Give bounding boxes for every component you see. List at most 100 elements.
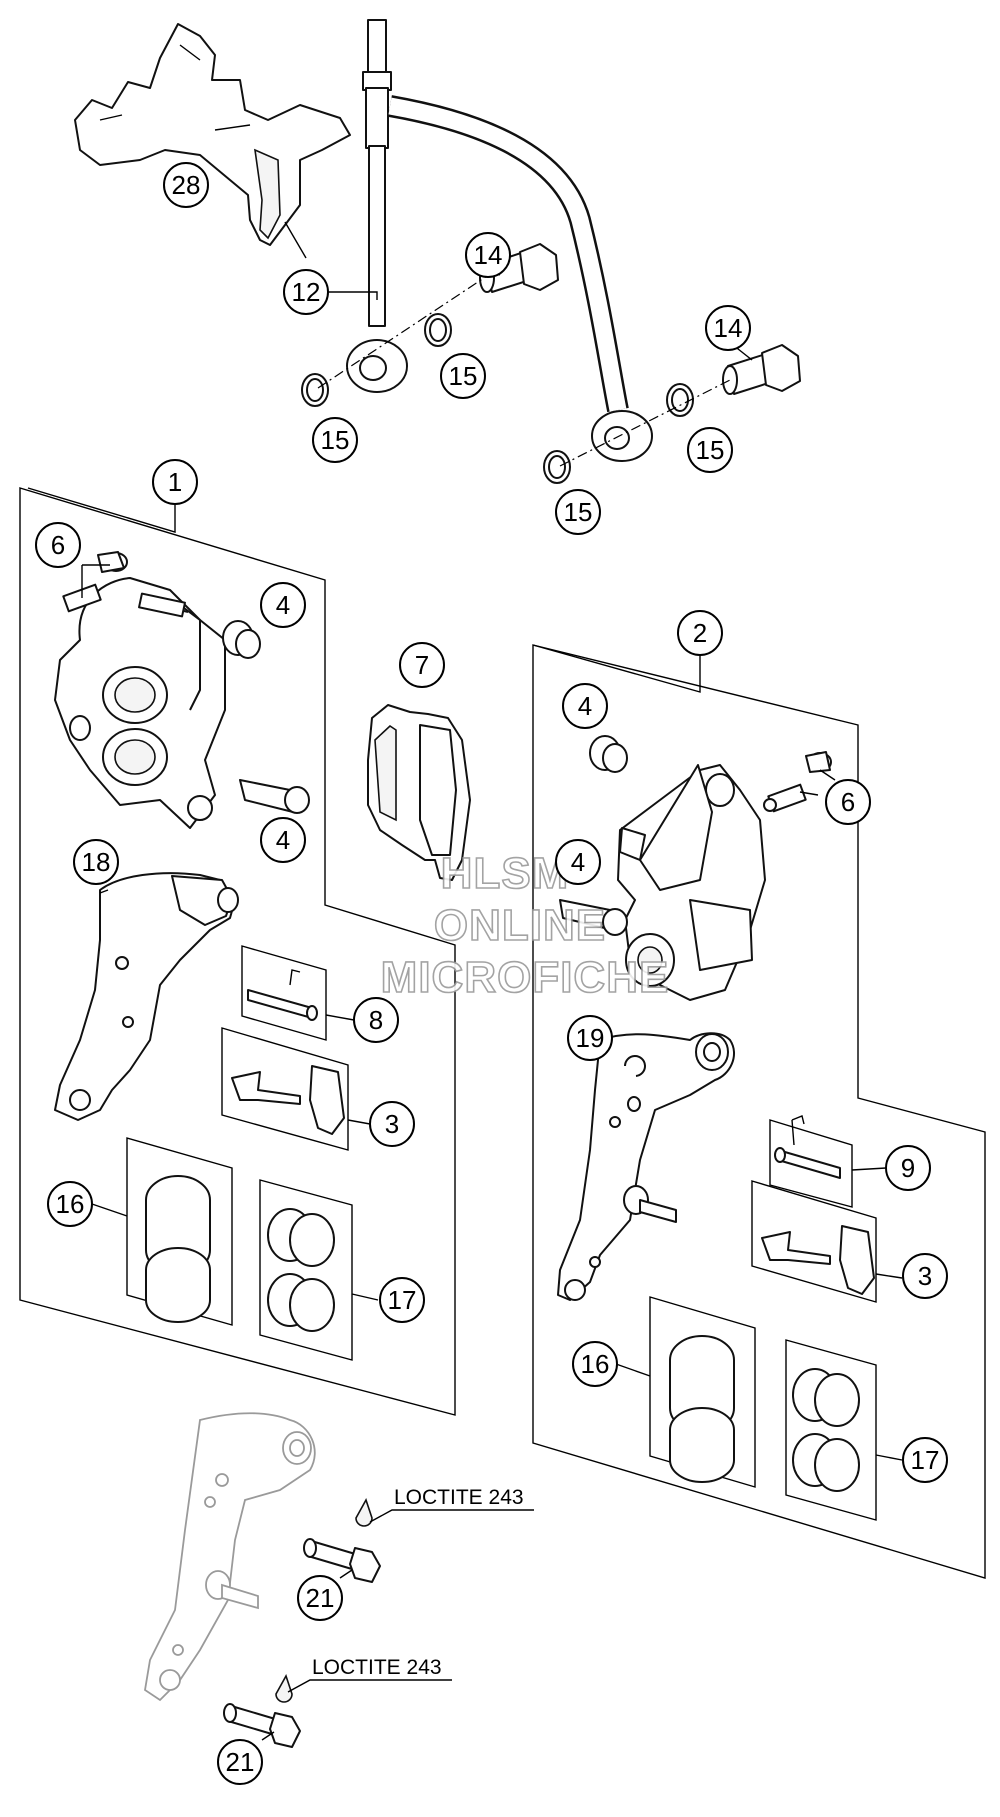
- callout-15c-label: 15: [696, 435, 725, 465]
- callout-labels: 28 12 14 14 15 15 15 15 1 6 4 4 7 18 8 3…: [35, 162, 948, 1785]
- brake-caliper-left: [54, 577, 226, 829]
- callout-16b: 16: [572, 1341, 618, 1387]
- callout-8-label: 8: [369, 1005, 383, 1035]
- washer-15a: [301, 373, 329, 407]
- callout-21a-label: 21: [306, 1583, 335, 1613]
- callout-18-label: 18: [82, 847, 111, 877]
- panel-seal-17a: [259, 1179, 353, 1361]
- callout-17a: 17: [379, 1277, 425, 1323]
- callout-17b-label: 17: [911, 1445, 940, 1475]
- callout-21a: 21: [297, 1575, 343, 1621]
- panel-piston-16a: [126, 1137, 233, 1326]
- piston-seal-17b: [792, 1368, 860, 1492]
- brake-caliper-right: [617, 764, 766, 1001]
- callout-21b: 21: [217, 1739, 263, 1785]
- washer-15b: [424, 313, 452, 347]
- callout-14a: 14: [465, 232, 511, 278]
- callout-28-label: 28: [172, 170, 201, 200]
- watermark-line-3: MICROFICHE: [381, 953, 670, 1002]
- callout-6a: 6: [35, 522, 81, 568]
- callout-15b-label: 15: [449, 361, 478, 391]
- panel-spring-3a: [221, 1027, 349, 1151]
- piston-16a: [145, 1175, 211, 1323]
- callout-9: 9: [885, 1145, 931, 1191]
- banjo-bolt-upper: [479, 243, 559, 293]
- retaining-pin-9: [774, 1115, 841, 1179]
- loctite-note-1: LOCTITE 243: [394, 1486, 524, 1509]
- callout-14b-label: 14: [714, 313, 743, 343]
- callout-9-label: 9: [901, 1153, 915, 1183]
- pad-spring-3a: [231, 1065, 345, 1135]
- brake-pad: [367, 704, 471, 881]
- brake-line-curved: [388, 95, 653, 462]
- callout-15b: 15: [440, 353, 486, 399]
- callout-4b-label: 4: [276, 825, 290, 855]
- slide-pin-left-4b: [239, 779, 310, 814]
- hose-holder-bracket: [74, 23, 351, 246]
- callout-4d: 4: [555, 839, 601, 885]
- caliper-bracket-arm-19: [557, 1032, 735, 1301]
- callout-7-label: 7: [415, 650, 429, 680]
- callout-15d-label: 15: [564, 497, 593, 527]
- callout-15a: 15: [312, 417, 358, 463]
- callout-12-label: 12: [292, 277, 321, 307]
- callout-15c: 15: [687, 427, 733, 473]
- loctite-note-2: LOCTITE 243: [312, 1656, 442, 1679]
- banjo-bolt-lower: [722, 344, 801, 395]
- callout-3a: 3: [369, 1101, 415, 1147]
- watermark-line-2: ONLINE: [434, 901, 606, 950]
- callout-6b: 6: [825, 779, 871, 825]
- callout-3b-label: 3: [918, 1261, 932, 1291]
- panel-piston-16b: [649, 1296, 756, 1488]
- callout-28: 28: [163, 162, 209, 208]
- callout-15a-label: 15: [321, 425, 350, 455]
- slide-pin-right-4d: [559, 899, 628, 936]
- bolt-21a: [303, 1498, 381, 1583]
- callout-12: 12: [283, 269, 329, 315]
- panel-seal-17b: [785, 1339, 877, 1521]
- callout-14a-label: 14: [474, 240, 503, 270]
- piston-16b: [669, 1335, 735, 1483]
- panel-right-caliper: [532, 644, 986, 1579]
- caliper-bracket-ghost: [144, 1412, 316, 1702]
- brake-line-vertical: [346, 19, 408, 393]
- callout-19: 19: [567, 1015, 613, 1061]
- callout-19-label: 19: [576, 1023, 605, 1053]
- callout-1-label: 1: [168, 467, 182, 497]
- washer-15d: [543, 450, 571, 484]
- callout-6a-label: 6: [51, 530, 65, 560]
- callout-4c-label: 4: [578, 691, 592, 721]
- callout-3b: 3: [902, 1253, 948, 1299]
- callout-17b: 17: [902, 1437, 948, 1483]
- pad-spring-3b: [761, 1225, 875, 1295]
- callout-1: 1: [152, 459, 198, 505]
- callout-17a-label: 17: [388, 1285, 417, 1315]
- callout-4b: 4: [260, 817, 306, 863]
- bleed-valve-right: [763, 751, 832, 813]
- bolt-21b: [223, 1674, 301, 1748]
- caliper-bracket-arm-18: [54, 872, 239, 1121]
- slide-bushing-left-4a: [222, 620, 261, 659]
- watermark: HLSM ONLINE MICROFICHE: [380, 848, 670, 1003]
- panel-spring-3b: [751, 1180, 877, 1303]
- callout-4a: 4: [260, 582, 306, 628]
- panel-brake-pads-8: [241, 945, 327, 1041]
- callout-8: 8: [353, 997, 399, 1043]
- washer-15c: [666, 383, 694, 417]
- callout-4a-label: 4: [276, 590, 290, 620]
- callout-2: 2: [677, 610, 723, 656]
- callout-16a: 16: [47, 1181, 93, 1227]
- callout-6b-label: 6: [841, 787, 855, 817]
- callout-3a-label: 3: [385, 1109, 399, 1139]
- watermark-line-1: HLSM: [441, 849, 570, 898]
- piston-seal-17a: [267, 1208, 335, 1332]
- callout-21b-label: 21: [226, 1747, 255, 1777]
- callout-14b: 14: [705, 305, 751, 351]
- callout-16b-label: 16: [581, 1349, 610, 1379]
- callout-16a-label: 16: [56, 1189, 85, 1219]
- callout-18: 18: [73, 839, 119, 885]
- retaining-pin-8: [247, 969, 318, 1021]
- callout-15d: 15: [555, 489, 601, 535]
- callout-4c: 4: [562, 683, 608, 729]
